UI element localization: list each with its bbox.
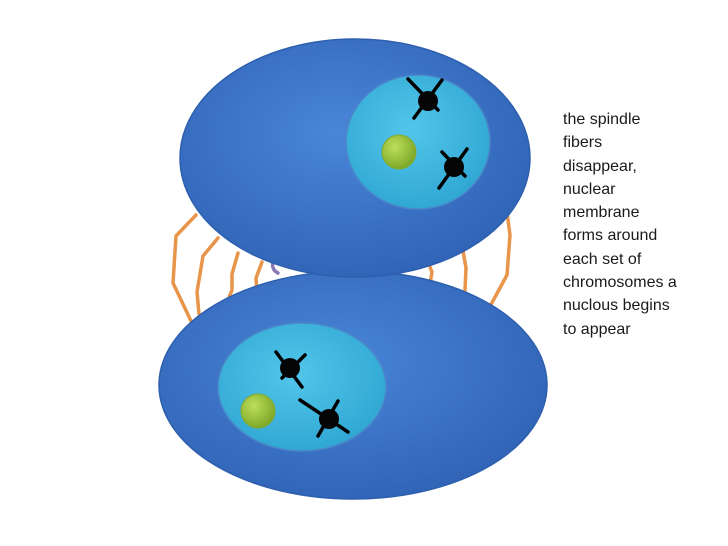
top-chromosome-1 <box>406 77 444 120</box>
caption-line: to appear <box>563 320 631 338</box>
top-chromosome-2 <box>437 147 469 190</box>
top-nucleolus <box>381 134 417 170</box>
top-daughter-cell <box>179 38 531 278</box>
caption-line: fibers <box>563 134 603 152</box>
fiber-orange-1 <box>171 213 198 323</box>
fiber-orange-2 <box>195 236 220 316</box>
bottom-chromosome-1 <box>274 350 307 389</box>
caption-text: the spindle fibers disappear, nuclear me… <box>563 108 713 341</box>
caption-line: forms around <box>563 227 658 245</box>
bottom-chromosome-2 <box>298 398 350 438</box>
fiber-orange-3 <box>226 251 240 302</box>
fiber-orange-6 <box>460 243 468 292</box>
caption-line: disappear, <box>563 157 637 175</box>
fiber-orange-7 <box>486 203 512 312</box>
caption-line: nuclear <box>563 180 616 198</box>
caption-line: chromosomes a <box>563 274 677 292</box>
caption-line: nuclous begins <box>563 297 670 315</box>
caption-line: membrane <box>563 204 640 222</box>
bottom-nucleolus <box>240 393 276 429</box>
caption-line: each set of <box>563 250 642 268</box>
top-nucleus <box>345 74 491 210</box>
caption-line: the spindle <box>563 111 641 128</box>
bottom-daughter-cell <box>158 270 548 500</box>
